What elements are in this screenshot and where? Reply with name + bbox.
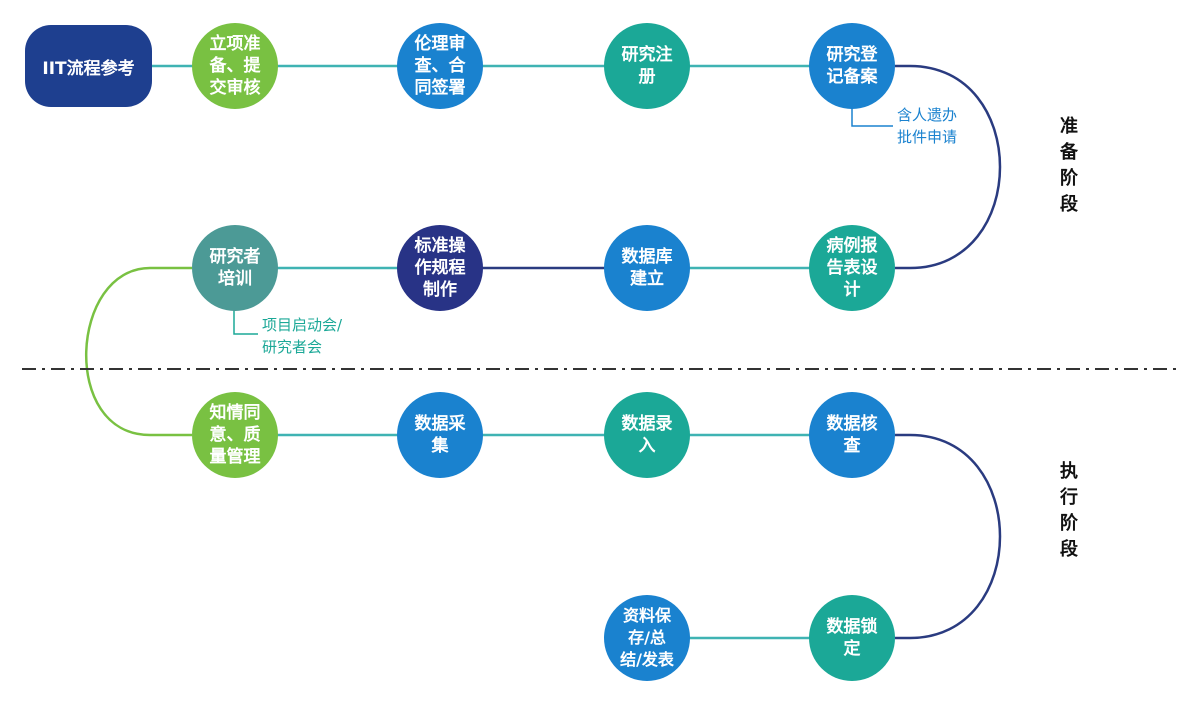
node-data-entry: 数据录 入 bbox=[604, 392, 690, 478]
connector-curve-n8-n9 bbox=[84, 266, 192, 437]
connector-curve-n12-n13 bbox=[895, 433, 1002, 640]
node-sop-making: 标准操 作规程 制作 bbox=[397, 225, 483, 311]
node-data-lock: 数据锁 定 bbox=[809, 595, 895, 681]
stage-label-execution: 执 行 阶 段 bbox=[1060, 461, 1078, 560]
node-data-collection: 数据采 集 bbox=[397, 392, 483, 478]
note-bracket-human-genetics bbox=[851, 104, 893, 127]
note-kickoff-meeting: 项目启动会/ 研究者会 bbox=[262, 316, 343, 356]
node-consent-quality: 知情同 意、质 量管理 bbox=[192, 392, 278, 478]
node-ethics-review: 伦理审 查、合 同签署 bbox=[397, 23, 483, 109]
node-database-build: 数据库 建立 bbox=[604, 225, 690, 311]
node-study-registration: 研究注 册 bbox=[604, 23, 690, 109]
start-node: IIT流程参考 bbox=[25, 25, 152, 107]
node-investigator-training: 研究者 培训 bbox=[192, 225, 278, 311]
node-data-check: 数据核 查 bbox=[809, 392, 895, 478]
node-project-setup: 立项准 备、提 交审核 bbox=[192, 23, 278, 109]
stage-label-preparation: 准 备 阶 段 bbox=[1060, 116, 1078, 215]
connector-curve-n4-n5 bbox=[895, 64, 1002, 270]
note-bracket-kickoff bbox=[233, 306, 258, 335]
node-archive-publish: 资料保 存/总 结/发表 bbox=[604, 595, 690, 681]
note-human-genetics: 含人遗办 批件申请 bbox=[897, 106, 958, 146]
node-crf-design: 病例报 告表设 计 bbox=[809, 225, 895, 311]
node-study-filing: 研究登 记备案 bbox=[809, 23, 895, 109]
